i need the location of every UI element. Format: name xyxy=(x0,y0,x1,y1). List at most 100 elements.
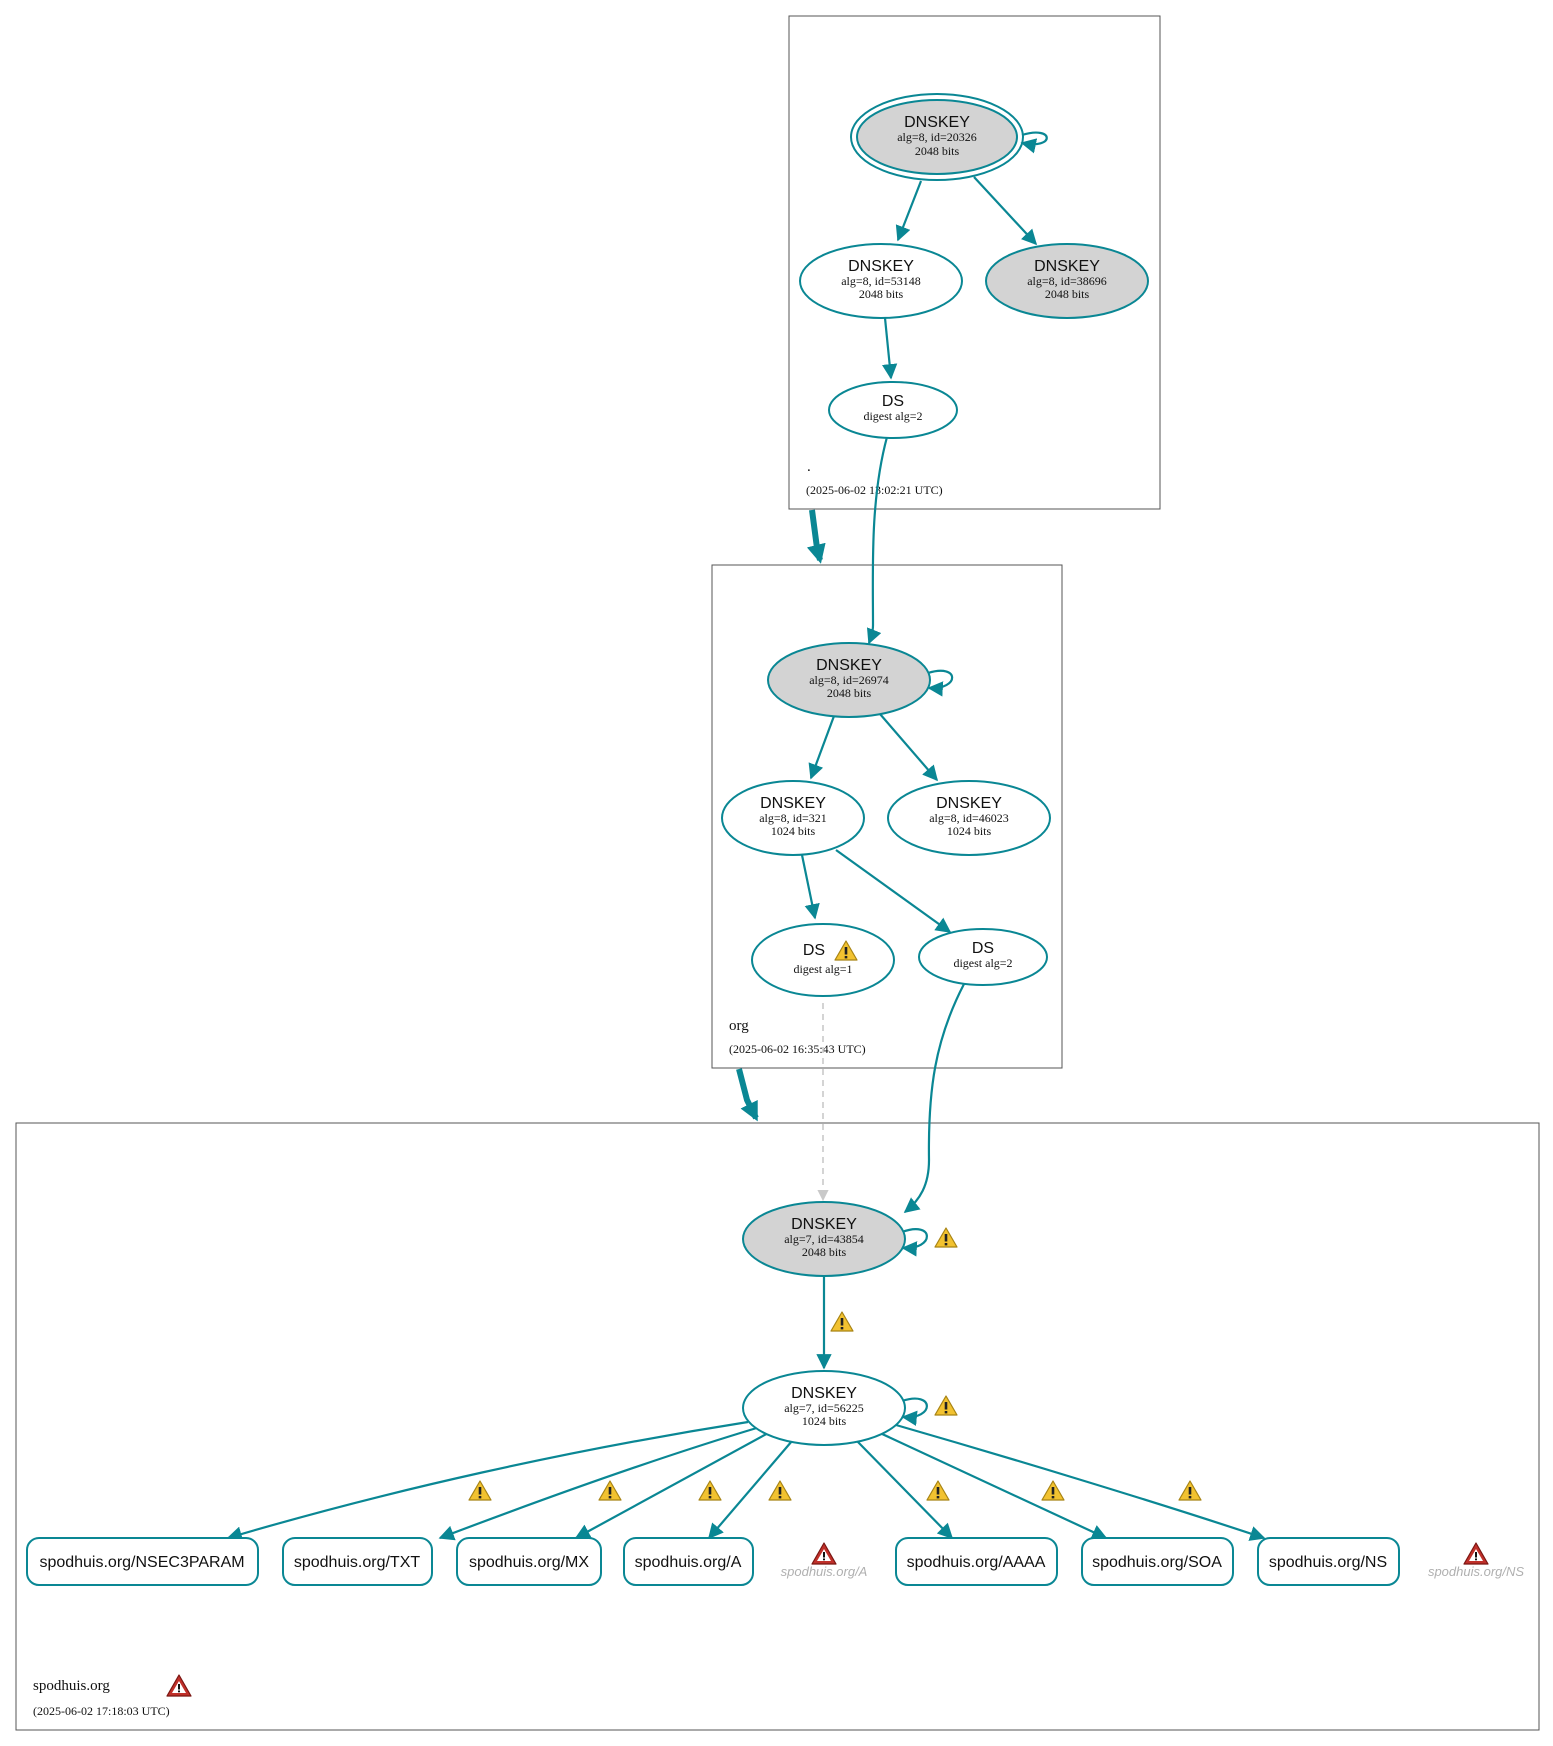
node-title: DNSKEY xyxy=(760,795,826,812)
edge-root-ksk-self xyxy=(1020,131,1048,154)
edge-root-ksk-zsk xyxy=(895,180,923,242)
edge-zsk-soa xyxy=(879,1432,1108,1540)
rrset-nsec3param[interactable]: spodhuis.org/NSEC3PARAM xyxy=(26,1537,259,1586)
zone-org-timestamp: (2025-06-02 16:35:43 UTC) xyxy=(729,1042,866,1056)
warning-icon[interactable] xyxy=(926,1480,950,1501)
edge-zsk-aaaa xyxy=(856,1440,954,1540)
rrset-txt[interactable]: spodhuis.org/TXT xyxy=(282,1537,433,1586)
edge-org-ds2-spodhuis-ksk xyxy=(903,983,965,1213)
rrset-label: spodhuis.org/SOA xyxy=(1092,1554,1222,1571)
rrset-label: spodhuis.org/NS xyxy=(1269,1554,1387,1571)
node-key-info: alg=8, id=20326 xyxy=(897,130,977,144)
error-icon xyxy=(811,1542,837,1565)
node-key-size: 2048 bits xyxy=(859,287,904,301)
warning-icon[interactable] xyxy=(1178,1480,1202,1501)
error-icon xyxy=(166,1674,192,1697)
zone-root-label: . xyxy=(807,459,811,475)
dnskey-node-root-ksk[interactable]: DNSKEY alg=8, id=20326 2048 bits xyxy=(850,93,1024,181)
delegation-arrow-root-org xyxy=(806,509,826,564)
node-title: DNSKEY xyxy=(791,1216,857,1233)
edge-zsk-mx xyxy=(574,1431,771,1539)
warning-icon[interactable] xyxy=(698,1480,722,1501)
node-key-size: 2048 bits xyxy=(802,1245,847,1259)
dnskey-node-spodhuis-ksk[interactable]: DNSKEY alg=7, id=43854 2048 bits xyxy=(742,1201,906,1277)
edge-root-ksk-k2 xyxy=(973,176,1038,246)
warning-icon[interactable] xyxy=(934,1395,958,1416)
rrset-soa[interactable]: spodhuis.org/SOA xyxy=(1081,1537,1234,1586)
edge-org-zsk1-ds2 xyxy=(835,849,952,933)
ds-node-org-digest2[interactable]: DS digest alg=2 xyxy=(918,928,1048,986)
warning-icon[interactable] xyxy=(768,1480,792,1501)
warning-icon[interactable] xyxy=(598,1480,622,1501)
node-title: DNSKEY xyxy=(936,795,1002,812)
rrset-mx[interactable]: spodhuis.org/MX xyxy=(456,1537,602,1586)
dnskey-node-org-ksk[interactable]: DNSKEY alg=8, id=26974 2048 bits xyxy=(767,642,931,718)
warning-icon[interactable] xyxy=(934,1227,958,1248)
dnskey-node-org-46023[interactable]: DNSKEY alg=8, id=46023 1024 bits xyxy=(887,780,1051,856)
edge-org-zsk1-ds1 xyxy=(800,854,820,920)
node-key-size: 1024 bits xyxy=(947,824,992,838)
rrset-a[interactable]: spodhuis.org/A xyxy=(623,1537,754,1586)
ghost-rrset-label: spodhuis.org/A xyxy=(781,1564,868,1579)
node-key-info: alg=8, id=26974 xyxy=(809,673,889,687)
warning-icon[interactable] xyxy=(468,1480,492,1501)
node-digest: digest alg=1 xyxy=(793,962,852,976)
edge-org-ksk-self xyxy=(927,669,954,697)
edge-root-zsk-ds xyxy=(881,317,898,380)
dnskey-node-root-53148[interactable]: DNSKEY alg=8, id=53148 2048 bits xyxy=(799,243,963,319)
node-key-size: 2048 bits xyxy=(1045,287,1090,301)
edge-zsk-txt xyxy=(438,1425,761,1541)
rrset-label: spodhuis.org/A xyxy=(635,1554,742,1571)
node-title: DS xyxy=(803,942,825,959)
node-title: DNSKEY xyxy=(904,114,970,131)
node-title: DNSKEY xyxy=(1034,258,1100,275)
edge-zsk-nsec3param xyxy=(226,1420,749,1542)
node-title: DS xyxy=(882,393,904,410)
node-key-size: 1024 bits xyxy=(771,824,816,838)
zone-org-box xyxy=(711,564,1063,1069)
edge-zsk-a xyxy=(707,1440,793,1540)
rrset-aaaa[interactable]: spodhuis.org/AAAA xyxy=(895,1537,1058,1586)
edge-org-ksk-zsk1 xyxy=(808,715,836,780)
zone-spodhuis-box xyxy=(15,1122,1540,1731)
node-key-info: alg=8, id=321 xyxy=(759,811,827,825)
zone-spodhuis-timestamp: (2025-06-02 17:18:03 UTC) xyxy=(33,1704,170,1718)
rrset-label: spodhuis.org/NSEC3PARAM xyxy=(39,1554,244,1571)
warning-icon[interactable] xyxy=(1041,1480,1065,1501)
dnskey-node-spodhuis-zsk[interactable]: DNSKEY alg=7, id=56225 1024 bits xyxy=(742,1370,906,1446)
node-key-info: alg=8, id=46023 xyxy=(929,811,1009,825)
ghost-rrset-label: spodhuis.org/NS xyxy=(1428,1564,1524,1579)
node-title: DNSKEY xyxy=(816,657,882,674)
node-title: DNSKEY xyxy=(848,258,914,275)
ds-node-org-digest1[interactable]: DS digest alg=1 xyxy=(751,923,895,997)
zone-org-label: org xyxy=(729,1018,749,1034)
ghost-rrset-a[interactable]: spodhuis.org/A xyxy=(781,1542,868,1579)
edge-spodhuis-ksk-self xyxy=(901,1228,928,1257)
ds-node-root[interactable]: DS digest alg=2 xyxy=(828,381,958,439)
error-icon xyxy=(1463,1542,1489,1565)
edge-spodhuis-zsk-self xyxy=(901,1397,928,1426)
node-key-info: alg=7, id=56225 xyxy=(784,1401,864,1415)
rrset-label: spodhuis.org/TXT xyxy=(294,1554,421,1571)
node-key-info: alg=8, id=53148 xyxy=(841,274,921,288)
dnskey-node-root-38696[interactable]: DNSKEY alg=8, id=38696 2048 bits xyxy=(985,243,1149,319)
node-key-info: alg=8, id=38696 xyxy=(1027,274,1107,288)
node-digest: digest alg=2 xyxy=(863,409,922,423)
zone-spodhuis-label: spodhuis.org xyxy=(33,1678,110,1694)
dnskey-node-org-321[interactable]: DNSKEY alg=8, id=321 1024 bits xyxy=(721,780,865,856)
warning-icon[interactable] xyxy=(830,1311,854,1332)
node-key-size: 2048 bits xyxy=(827,686,872,700)
rrset-label: spodhuis.org/AAAA xyxy=(907,1554,1046,1571)
node-key-info: alg=7, id=43854 xyxy=(784,1232,864,1246)
delegation-arrow-org-spodhuis xyxy=(736,1068,759,1122)
node-title: DS xyxy=(972,940,994,957)
node-key-size: 1024 bits xyxy=(802,1414,847,1428)
node-title: DNSKEY xyxy=(791,1385,857,1402)
rrset-ns[interactable]: spodhuis.org/NS xyxy=(1257,1537,1400,1586)
ghost-rrset-ns[interactable]: spodhuis.org/NS xyxy=(1428,1542,1524,1579)
edge-root-ds-org-ksk xyxy=(866,436,889,645)
zone-root-timestamp: (2025-06-02 13:02:21 UTC) xyxy=(806,483,943,497)
node-key-size: 2048 bits xyxy=(915,144,960,158)
rrset-label: spodhuis.org/MX xyxy=(469,1554,589,1571)
